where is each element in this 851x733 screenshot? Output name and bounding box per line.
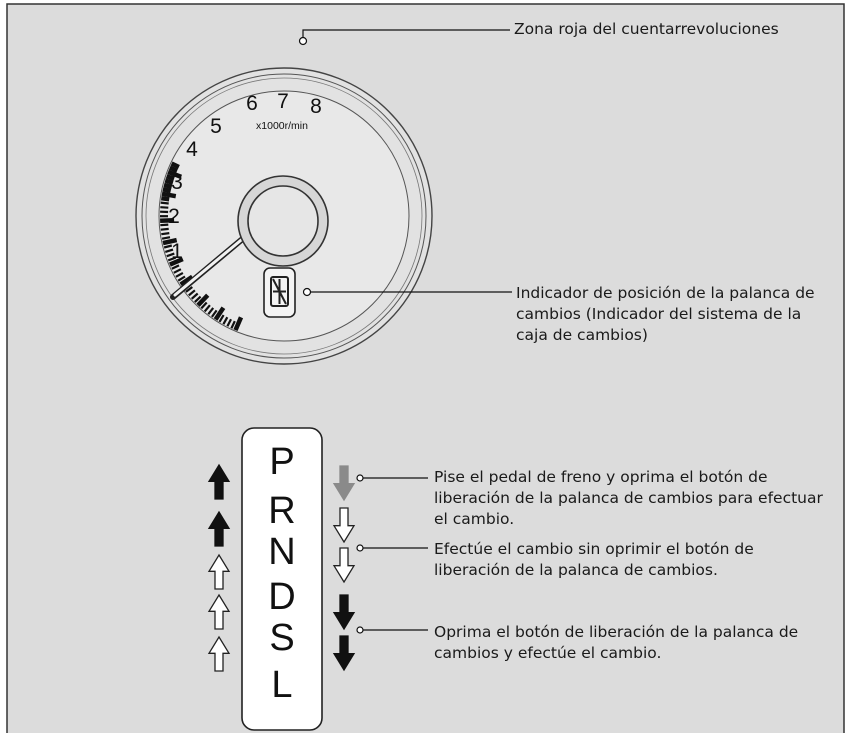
leader-dot-no-button: [356, 544, 364, 552]
panel-frame: [6, 3, 845, 733]
leader-dot-gear-indicator: [302, 287, 312, 297]
tach-tick: [169, 257, 184, 267]
tach-tick: [185, 286, 193, 293]
tach-dial-number: 6: [246, 92, 258, 115]
gear-position-indicator: [263, 267, 296, 318]
tach-tick: [164, 248, 174, 253]
tach-dial-number: 5: [210, 115, 222, 138]
gate-leaders: [356, 474, 428, 634]
gear-letter-p: P: [269, 441, 294, 483]
leader-dot-brake-button: [356, 474, 364, 482]
shift-gate-panel: [241, 427, 323, 731]
tach-dial-number: 3: [171, 171, 183, 194]
tach-tick: [190, 292, 199, 300]
tach-dial-number: 8: [310, 95, 322, 118]
tach-tick: [200, 301, 208, 310]
upshift-arrows: [207, 463, 231, 672]
tach-tick: [170, 161, 180, 170]
tach-tick: [165, 174, 175, 181]
segment-display-icon: [270, 276, 289, 307]
gear-letter-l: L: [271, 664, 292, 706]
callout-press-button: Oprima el botón de liberación de la pala…: [434, 623, 799, 662]
tach-tick: [226, 318, 232, 327]
tach-dial-number: 2: [168, 205, 180, 228]
arrow-up-icon: [207, 593, 231, 630]
tach-tick: [163, 244, 173, 249]
callout-brake-button: Pise el pedal de freno y oprima el botón…: [434, 468, 823, 528]
tach-dial-number: 4: [186, 138, 198, 161]
tach-tick: [161, 236, 171, 240]
tach-tick: [160, 223, 169, 227]
tach-bezel-line: [145, 77, 423, 355]
tach-tick: [173, 268, 182, 274]
tach-tick: [188, 289, 196, 297]
arrow-down-icon: [332, 635, 356, 672]
tach-tick: [211, 309, 218, 318]
callout-no-button: Efectúe el cambio sin oprimir el botón d…: [434, 540, 754, 579]
downshift-arrows: [332, 465, 356, 672]
tach-tick: [207, 307, 215, 315]
tach-dial-number: 7: [277, 90, 289, 113]
tach-tick: [175, 271, 184, 278]
leader-dot-press-button: [356, 626, 364, 634]
arrow-up-icon: [207, 510, 231, 547]
tach-tick: [161, 191, 177, 199]
arrow-down-icon: [332, 594, 356, 631]
tach-tick: [162, 187, 172, 194]
arrow-down-icon: [332, 507, 356, 544]
tach-tick: [171, 264, 180, 270]
tach-tick: [194, 295, 202, 303]
tach-tick: [160, 206, 169, 209]
tach-tick: [168, 165, 178, 173]
tach-tick: [160, 227, 169, 231]
arrow-up-icon: [207, 463, 231, 500]
gear-letter-n: N: [268, 531, 295, 573]
gear-letter-s: S: [269, 617, 294, 659]
tach-tick: [196, 293, 210, 307]
arrow-down-icon: [332, 547, 356, 584]
tach-leaders: [298, 29, 512, 297]
leader-dot-redline: [298, 36, 308, 46]
tach-bezel-inner-ring: [141, 73, 427, 359]
tach-tick: [160, 201, 169, 205]
tach-tick: [167, 169, 183, 180]
tach-dial-number: 1: [171, 240, 183, 263]
gear-letter-d: D: [268, 576, 295, 618]
tach-tick: [230, 320, 236, 329]
tach-tick: [163, 182, 173, 190]
tach-tick: [160, 217, 175, 223]
tach-hub-inner: [247, 185, 319, 257]
tach-tick: [222, 316, 229, 325]
arrow-up-icon: [207, 635, 231, 672]
tach-tick: [162, 237, 178, 246]
tach-tick: [166, 252, 175, 258]
tach-unit-label: x1000r/min: [256, 120, 308, 132]
arrow-up-icon: [207, 553, 231, 590]
tach-tick: [161, 232, 170, 236]
tach-tick: [167, 256, 177, 262]
tach-tick: [213, 306, 226, 321]
tach-tick: [160, 195, 170, 202]
callout-redline: Zona roja del cuentarrevoluciones: [514, 20, 779, 38]
tach-tick: [179, 274, 194, 287]
tach-tick: [218, 314, 225, 323]
tach-tick: [177, 275, 186, 282]
gear-letter-r: R: [268, 490, 295, 532]
tach-tick-marks: [160, 161, 244, 331]
tach-tick: [233, 316, 244, 331]
tach-tick: [164, 178, 174, 185]
tach-needle: [173, 229, 254, 297]
arrow-down-icon: [332, 465, 356, 502]
callout-gear-indicator: Indicador de posición de la palanca de c…: [516, 284, 815, 344]
tach-tick: [203, 304, 211, 313]
